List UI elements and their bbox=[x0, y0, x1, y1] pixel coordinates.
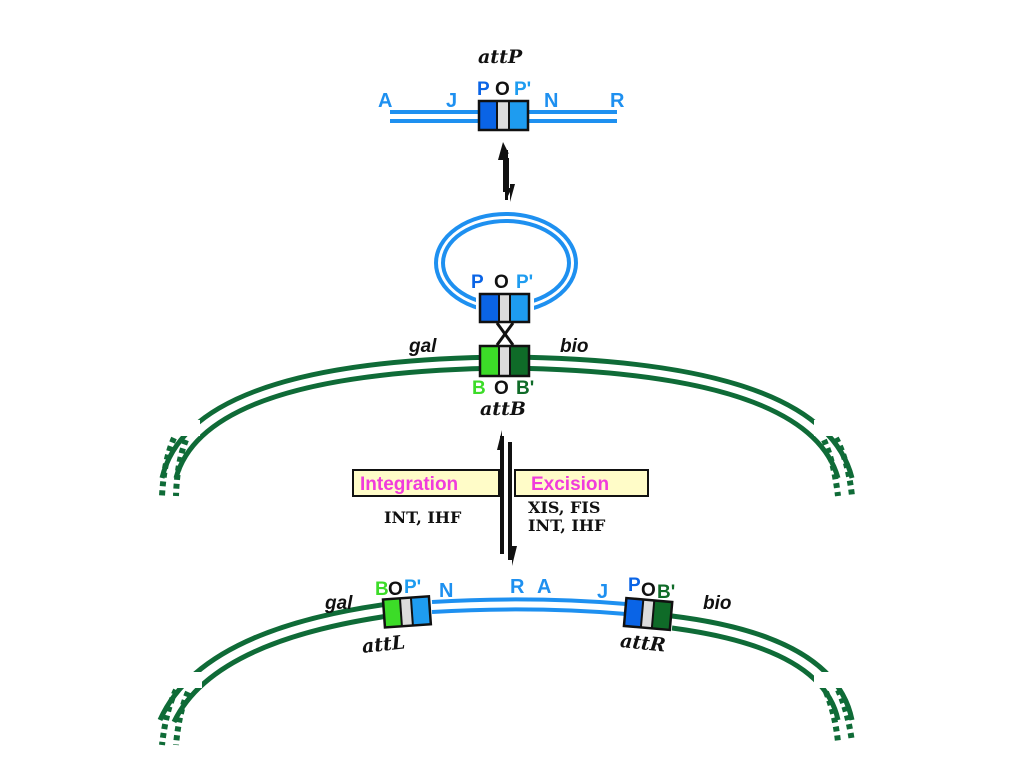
attB-core-site bbox=[478, 344, 531, 378]
pprime-arm-block bbox=[510, 294, 529, 322]
gene-label-bio: bio bbox=[560, 336, 589, 357]
equilibrium-arrow-integration-excision bbox=[497, 430, 517, 566]
o-core-block bbox=[499, 294, 510, 322]
block-divider bbox=[650, 600, 656, 629]
site-outline bbox=[622, 596, 674, 632]
attL-title: attL bbox=[361, 631, 406, 657]
attP-core-site bbox=[477, 99, 530, 132]
integration-proteins: INT, IHF bbox=[384, 508, 462, 527]
attP-title: attP bbox=[478, 46, 523, 68]
site-label-P-prime: P' bbox=[514, 79, 531, 100]
attP-group: attP A J N R P O P' bbox=[378, 46, 625, 132]
integration-label-box bbox=[352, 469, 500, 497]
attR-title: attR bbox=[619, 630, 667, 657]
crossover-x bbox=[495, 322, 515, 346]
prophage-gene-label-J: J bbox=[597, 581, 608, 603]
block-divider bbox=[398, 598, 403, 627]
site-outline bbox=[477, 99, 530, 132]
pprime-arm-block bbox=[509, 101, 528, 130]
o-core-block bbox=[640, 599, 655, 629]
circular-phage-group: P O P' bbox=[434, 212, 578, 346]
circle-core-site bbox=[478, 292, 531, 324]
prophage-gene-label-bio: bio bbox=[703, 593, 732, 614]
block-divider bbox=[409, 597, 414, 626]
bacterial-dna-dashed-right-inner bbox=[821, 438, 841, 497]
bacterial-dna-dashed-right bbox=[833, 436, 855, 497]
excision-label-box bbox=[514, 469, 649, 497]
bacterial-dna-dashed-left-inner bbox=[173, 438, 189, 497]
o-core-block bbox=[497, 101, 509, 130]
bprime-arm-block bbox=[651, 600, 673, 630]
prophage-gene-label-N: N bbox=[439, 580, 453, 602]
chromosome-right-outer bbox=[671, 613, 855, 721]
attR-label-B-prime: B' bbox=[657, 582, 675, 603]
circle-site-label-P-prime: P' bbox=[516, 272, 533, 293]
gene-label-gal: gal bbox=[408, 336, 437, 357]
bacterial-chromosome-attB: gal bio B O B' attB bbox=[150, 336, 864, 497]
circle-site-label-P: P bbox=[471, 272, 484, 293]
site-label-O: O bbox=[495, 79, 510, 100]
p-arm-block bbox=[479, 101, 497, 130]
attL-label-P-prime: P' bbox=[404, 577, 421, 598]
circle-site-label-O: O bbox=[494, 272, 509, 293]
bacterial-dna-dashed-left bbox=[159, 436, 177, 497]
integrated-prophage-group: gal bio B O P' attL N R A J P O B' attR bbox=[150, 575, 866, 746]
excision-proteins-line2: INT, IHF bbox=[528, 516, 606, 535]
site-outline bbox=[478, 292, 531, 324]
attR-label-O: O bbox=[641, 580, 656, 601]
attB-site-label-B: B bbox=[472, 378, 486, 399]
equilibrium-arrow-circularization bbox=[498, 142, 515, 202]
o-core-block bbox=[499, 346, 510, 376]
attB-title: attB bbox=[480, 398, 526, 420]
p-arm-block bbox=[480, 294, 499, 322]
o-core-block bbox=[399, 597, 413, 627]
attR-core-site bbox=[622, 596, 674, 632]
chromosome-dashed-right-inner bbox=[823, 690, 841, 743]
attL-label-B: B bbox=[375, 579, 389, 600]
prophage-gene-label-A: A bbox=[537, 576, 551, 598]
chromosome-dashed-left bbox=[159, 688, 179, 746]
site-outline bbox=[381, 594, 433, 629]
chromosome-left-inner bbox=[171, 613, 389, 724]
bprime-arm-block bbox=[510, 346, 529, 376]
attB-site-label-B-prime: B' bbox=[516, 378, 534, 399]
site-outline bbox=[478, 344, 531, 378]
excision-label: Excision bbox=[531, 474, 609, 495]
block-divider bbox=[639, 599, 645, 628]
attR-label-P: P bbox=[628, 575, 641, 596]
chromosome-left-outer bbox=[157, 601, 389, 722]
pprime-arm-block bbox=[410, 596, 431, 626]
integration-label: Integration bbox=[360, 474, 458, 495]
gene-label-N: N bbox=[544, 90, 558, 112]
gene-label-J: J bbox=[446, 90, 457, 112]
site-label-P: P bbox=[477, 79, 490, 100]
prophage-dna-outer bbox=[431, 597, 627, 606]
attL-label-O: O bbox=[388, 579, 403, 600]
gene-label-A: A bbox=[378, 90, 392, 112]
gene-label-R: R bbox=[610, 90, 625, 112]
excision-proteins-line1: XIS, FIS bbox=[528, 498, 600, 517]
chromosome-right-inner bbox=[671, 625, 841, 721]
reaction-group: Integration Excision INT, IHF XIS, FIS I… bbox=[352, 430, 649, 566]
b-arm-block bbox=[480, 346, 499, 376]
b-arm-block bbox=[383, 598, 402, 628]
chromosome-dashed-left-inner bbox=[173, 690, 191, 746]
prophage-gene-label-R: R bbox=[510, 576, 525, 598]
attB-site-label-O: O bbox=[494, 378, 509, 399]
prophage-dna-inner bbox=[431, 607, 627, 616]
attL-core-site bbox=[381, 594, 433, 629]
chromosome-dashed-right bbox=[835, 688, 855, 743]
prophage-gene-label-gal: gal bbox=[324, 593, 353, 614]
p-arm-block bbox=[623, 598, 644, 628]
